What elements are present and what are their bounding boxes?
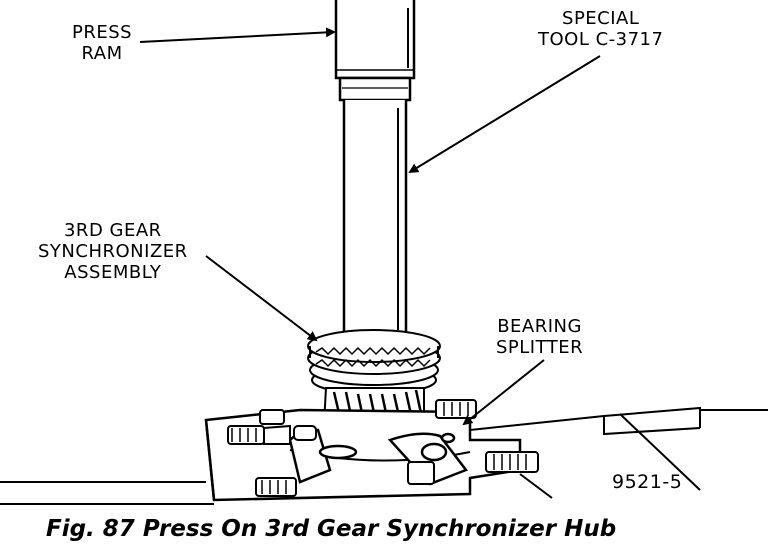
special-tool-leader — [408, 55, 601, 174]
splitter-bolts — [227, 399, 539, 497]
press-ram-leader — [139, 27, 336, 43]
synchronizer-label: 3RD GEAR SYNCHRONIZER ASSEMBLY — [38, 220, 188, 283]
synchronizer-assembly — [307, 329, 441, 395]
synchronizer-label-line-2: SYNCHRONIZER — [38, 241, 188, 262]
press-bed — [0, 406, 768, 505]
bearing-splitter-label-line-1: BEARING — [497, 316, 582, 337]
special-tool-label-line-2: TOOL C-3717 — [538, 29, 664, 50]
figure-number: 9521-5 — [612, 471, 683, 493]
synchronizer-leader — [205, 255, 318, 342]
press-ram-label-line-1: PRESS — [72, 22, 133, 43]
press-ram — [334, 0, 416, 80]
special-tool-label: SPECIAL TOOL C-3717 — [538, 8, 663, 50]
bearing-splitter — [204, 408, 522, 502]
special-tool-label-line-1: SPECIAL — [562, 8, 640, 29]
bearing-splitter-label-line-2: SPLITTER — [496, 337, 584, 358]
bearing-splitter-leader — [462, 359, 545, 426]
synchronizer-label-line-1: 3RD GEAR — [63, 220, 162, 241]
callout-leaders — [139, 27, 601, 426]
press-ram-label-line-2: RAM — [81, 43, 123, 64]
press-ram-label: PRESS RAM — [72, 22, 132, 64]
special-tool — [338, 76, 412, 347]
synchronizer-label-line-3: ASSEMBLY — [64, 262, 162, 283]
figure-caption: Fig. 87 Press On 3rd Gear Synchronizer H… — [46, 516, 617, 542]
bearing-splitter-label: BEARING SPLITTER — [496, 316, 583, 358]
